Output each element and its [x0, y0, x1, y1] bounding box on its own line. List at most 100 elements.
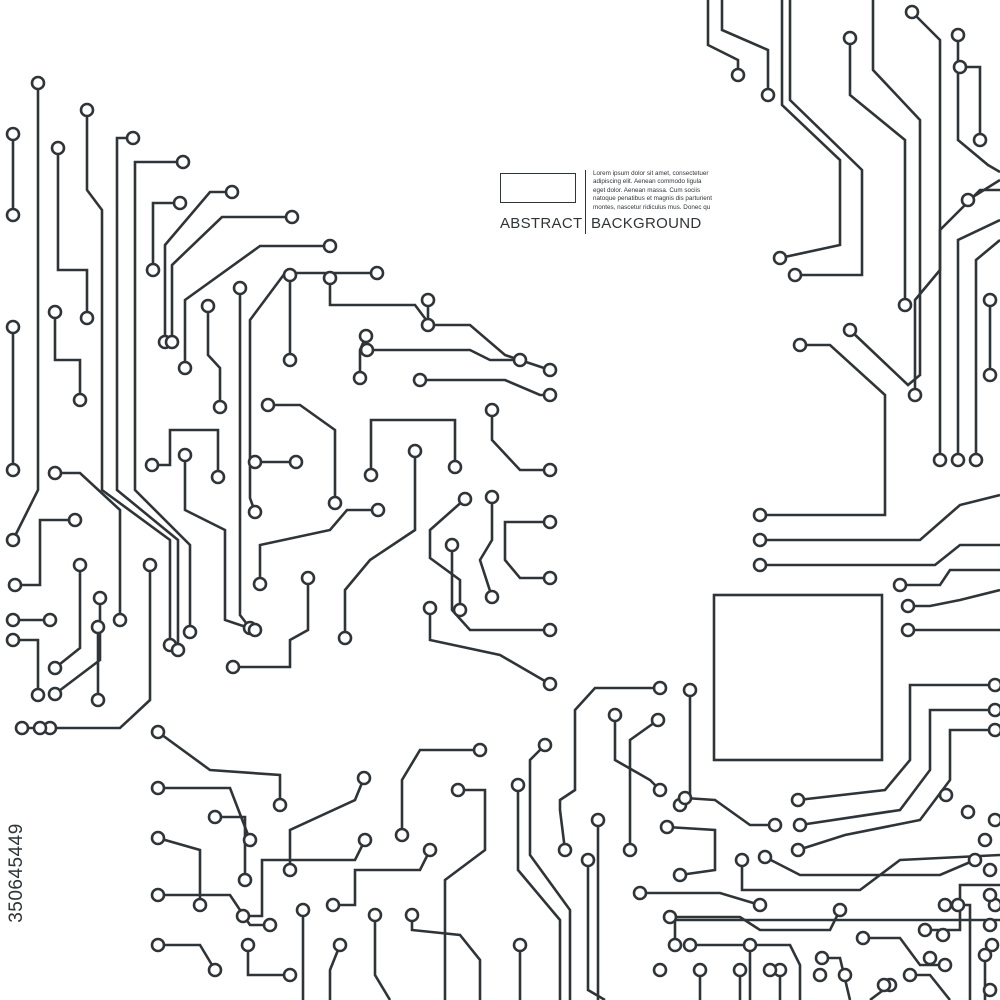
circuit-trace [343, 451, 417, 638]
solder-pad [672, 867, 688, 883]
solder-pad [444, 537, 460, 553]
solder-pad [177, 447, 193, 463]
placeholder-paragraph: Lorem ipsum dolor sit amet, consectetuer… [593, 170, 713, 211]
circuit-trace [157, 730, 282, 805]
solder-pad [7, 577, 23, 593]
circuit-trace [740, 853, 1000, 892]
solder-pad [5, 612, 21, 628]
solder-pad [79, 310, 95, 326]
solder-pad [404, 907, 420, 923]
solder-pad [622, 842, 638, 858]
circuit-trace [666, 825, 717, 877]
solder-pad [667, 937, 683, 953]
circuit-trace [690, 943, 802, 1000]
solder-pad [242, 832, 258, 848]
solder-pad [982, 292, 998, 308]
solder-pad [5, 207, 21, 223]
solder-pad [982, 862, 998, 878]
solder-pad [207, 962, 223, 978]
solder-pad [369, 265, 385, 281]
solder-pad [922, 950, 938, 966]
solder-pad [730, 67, 746, 83]
solder-pad [677, 790, 693, 806]
solder-pad [207, 809, 223, 825]
solder-pad [170, 642, 186, 658]
solder-pad [407, 443, 423, 459]
circuit-trace [163, 190, 232, 342]
solder-pad [967, 852, 983, 868]
solder-pad [457, 491, 473, 507]
circuit-trace [478, 497, 494, 598]
solder-pad [542, 462, 558, 478]
circuit-trace [797, 728, 995, 852]
solder-pad [982, 982, 998, 998]
solder-pad [177, 360, 193, 376]
solder-pad [652, 782, 668, 798]
solder-pad [144, 457, 160, 473]
solder-pad [150, 887, 166, 903]
circuit-trace [11, 83, 40, 541]
solder-pad [950, 452, 966, 468]
circuit-trace [206, 306, 222, 407]
solder-pad [5, 126, 21, 142]
solder-pad [212, 399, 228, 415]
solder-pad [982, 917, 998, 933]
title-divider [585, 170, 587, 234]
solder-pad [5, 319, 21, 335]
solder-pad [447, 459, 463, 475]
solder-pad [47, 686, 63, 702]
circuit-trace [679, 690, 692, 807]
solder-pad [484, 589, 500, 605]
solder-pad [210, 469, 226, 485]
circuit-trace [170, 215, 292, 342]
circuit-trace [760, 543, 1000, 567]
solder-pad [662, 909, 678, 925]
solder-pad [659, 819, 675, 835]
solder-pad [968, 452, 984, 468]
circuit-trace [788, 0, 864, 277]
solder-pad [142, 557, 158, 573]
solder-pad [752, 532, 768, 548]
circuit-trace [158, 786, 252, 841]
solder-pad [542, 514, 558, 530]
solder-pad [790, 792, 806, 808]
solder-pad [757, 849, 773, 865]
circuit-trace [238, 288, 252, 629]
side-id-text: 350645449 [6, 823, 27, 923]
solder-pad [363, 467, 379, 483]
solder-pad [814, 950, 830, 966]
solder-pad [325, 897, 341, 913]
solder-pad [422, 842, 438, 858]
solder-pad [960, 804, 976, 820]
circuit-trace [400, 748, 480, 835]
solder-pad [607, 707, 623, 723]
solder-pad [272, 797, 288, 813]
circuit-trace [268, 403, 337, 503]
solder-pad [282, 352, 298, 368]
circuit-trace [760, 343, 887, 517]
solder-pad [682, 937, 698, 953]
solder-pad [182, 624, 198, 640]
solder-pad [542, 570, 558, 586]
circuit-trace [53, 312, 82, 400]
solder-pad [150, 724, 166, 740]
circuit-trace [246, 945, 290, 977]
solder-pad [192, 897, 208, 913]
circuit-trace [900, 568, 1000, 587]
solder-pad [92, 590, 108, 606]
solder-pad [837, 967, 853, 983]
solder-pad [322, 270, 338, 286]
circuit-trace [938, 188, 1000, 460]
circuit-trace [183, 244, 330, 368]
circuit-trace [628, 718, 659, 850]
solder-pad [812, 967, 828, 983]
solder-pad [632, 885, 648, 901]
solder-pad [50, 140, 66, 156]
solder-pad [752, 557, 768, 573]
solder-pad [904, 4, 920, 20]
solder-pad [452, 602, 468, 618]
solder-pad [420, 292, 436, 308]
solder-pad [356, 770, 372, 786]
solder-pad [876, 977, 892, 993]
